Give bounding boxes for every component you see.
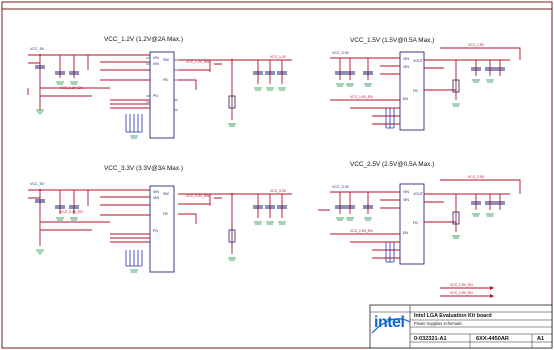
svg-text:VIN: VIN — [403, 198, 409, 202]
svg-text:PG: PG — [153, 229, 158, 233]
regulator-chip-1v2 — [149, 51, 175, 139]
svg-text:VIN: VIN — [403, 190, 409, 194]
regulator-block-1v2: VIN VIN PG SW FB VCC_1.2V_EN VCC_1.2V_SW… — [27, 47, 292, 139]
section-title-2v5: VCC_2.5V (2.5V@0.5A Max.) — [350, 161, 435, 168]
net-labels-bottom: VCC_1.5V_EN VCC_2.5V_EN — [440, 283, 494, 298]
regulator-chip-1v5 — [399, 51, 425, 131]
svg-text:PG: PG — [153, 94, 158, 98]
section-title-1v2: VCC_1.2V (1.2V@2A Max.) — [104, 36, 183, 43]
svg-text:VIN: VIN — [153, 62, 159, 66]
svg-text:FB: FB — [163, 212, 168, 216]
intel-logo: intel — [374, 314, 405, 331]
svg-text:VCC_5V: VCC_5V — [30, 47, 45, 51]
title-block-frame — [369, 304, 553, 349]
svg-text:VCC_2.5V: VCC_2.5V — [468, 175, 485, 179]
section-title-1v5: VCC_1.5V (1.5V@0.5A Max.) — [350, 37, 435, 44]
svg-text:VIN: VIN — [153, 196, 159, 200]
svg-text:VCC_1.2V_EN: VCC_1.2V_EN — [60, 86, 83, 90]
svg-text:VIN: VIN — [153, 56, 159, 60]
regulator-chip-3v3 — [149, 185, 175, 273]
svg-text:VIN: VIN — [403, 57, 409, 61]
title-line-1: Intel LGA Evaluation Kit board — [414, 313, 492, 319]
svg-text:VCC_3.3V_SW: VCC_3.3V_SW — [186, 194, 210, 198]
regulator-chip-2v5 — [399, 183, 425, 265]
svg-text:SW: SW — [163, 58, 169, 62]
svg-text:VCC_3.3V: VCC_3.3V — [332, 185, 350, 189]
svg-text:EN: EN — [403, 97, 408, 101]
regulator-block-3v3: VIN VIN PG SW FB VCC_3.3V_EN VCC_3.3V_SW… — [28, 182, 292, 273]
svg-text:VCC_1.5V: VCC_1.5V — [468, 43, 485, 47]
svg-text:VCC_2.5V_EN: VCC_2.5V_EN — [350, 229, 373, 233]
regulator-block-1v5: VIN VIN EN VOUT FB VCC_1.5V_EN VCC_1.5V … — [330, 43, 521, 131]
svg-text:VCC_3.3V: VCC_3.3V — [332, 51, 350, 55]
svg-text:VCC_3.3V_EN: VCC_3.3V_EN — [60, 210, 83, 214]
intel-logo-swoosh — [371, 318, 411, 334]
section-title-3v3: VCC_3.3V (3.3V@3A Max.) — [104, 165, 183, 172]
svg-text:SW: SW — [163, 192, 169, 196]
svg-text:EN: EN — [403, 231, 408, 235]
svg-text:VCC_1.5V_EN: VCC_1.5V_EN — [350, 95, 373, 99]
svg-text:FB: FB — [413, 89, 418, 93]
svg-text:FB: FB — [413, 221, 418, 225]
svg-text:VIN: VIN — [403, 65, 409, 69]
revision: A1 — [537, 336, 545, 342]
part-number: 6XX-4450AR — [476, 336, 509, 342]
title-line-2: Power supplies schematic — [414, 321, 463, 326]
svg-text:VOUT: VOUT — [413, 192, 424, 196]
svg-text:VIN: VIN — [153, 190, 159, 194]
svg-text:VOUT: VOUT — [413, 59, 424, 63]
svg-text:VCC_1.2V_SW: VCC_1.2V_SW — [186, 60, 210, 64]
svg-text:VCC_1.2V: VCC_1.2V — [270, 55, 287, 59]
svg-text:VCC_2.5V_EN: VCC_2.5V_EN — [450, 291, 473, 295]
svg-text:VCC_5V: VCC_5V — [30, 182, 45, 186]
svg-text:VCC_1.5V_EN: VCC_1.5V_EN — [450, 283, 473, 287]
doc-number: 0-032321-A1 — [414, 336, 447, 342]
regulator-block-2v5: VIN VIN EN VOUT FB VCC_2.5V_EN VCC_2.5V … — [318, 175, 521, 265]
svg-text:VCC_3.3V: VCC_3.3V — [270, 189, 287, 193]
svg-text:FB: FB — [163, 78, 168, 82]
